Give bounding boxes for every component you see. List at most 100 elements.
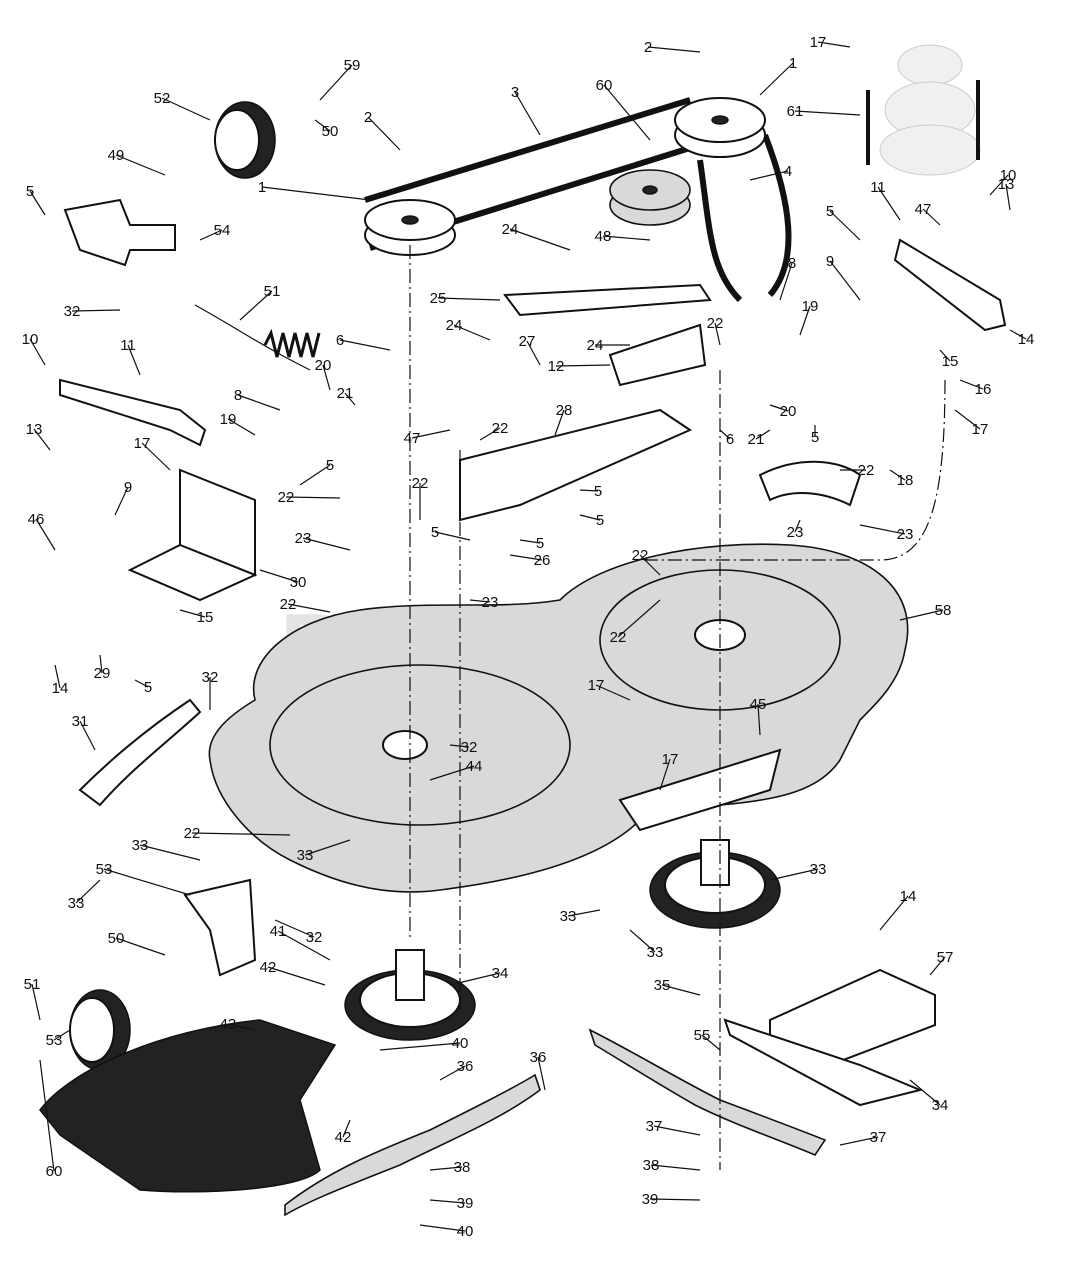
callout-leader-47 (922, 208, 941, 226)
callout-label-32: 32 (306, 929, 323, 946)
callout-label-22: 22 (492, 420, 509, 437)
spindle-assembly-right (649, 839, 781, 929)
callout-label-45: 45 (750, 696, 767, 713)
callout-leader-8 (779, 262, 793, 301)
callout-label-26: 26 (534, 552, 551, 569)
callout-label-33: 33 (560, 908, 577, 925)
callout-label-13: 13 (998, 176, 1015, 193)
callout-leader-33 (75, 879, 101, 904)
anti-scalp-bracket-55 (63, 198, 176, 267)
callout-label-5: 5 (536, 535, 544, 552)
callout-leader-26 (509, 554, 543, 561)
callout-label-16: 16 (975, 381, 992, 398)
callout-label-18: 18 (897, 472, 914, 489)
callout-leader-61 (794, 110, 861, 116)
callout-label-5: 5 (811, 429, 819, 446)
callout-label-19: 19 (802, 298, 819, 315)
blade-left (284, 1073, 541, 1217)
callout-leader-52 (161, 97, 211, 121)
callout-label-35: 35 (654, 977, 671, 994)
callout-label-60: 60 (46, 1163, 63, 1180)
callout-label-39: 39 (642, 1191, 659, 1208)
callout-label-5: 5 (594, 483, 602, 500)
callout-leader-25 (437, 297, 501, 301)
stud-bolt-62 (866, 80, 980, 165)
callout-leader-47 (411, 429, 451, 439)
callout-label-17: 17 (588, 677, 605, 694)
callout-label-15: 15 (942, 353, 959, 370)
torsion-spring-52 (194, 304, 321, 371)
callout-leader-17 (141, 442, 171, 471)
callout-leader-1 (261, 186, 371, 201)
callout-label-24: 24 (446, 317, 463, 334)
callout-leader-14 (1009, 329, 1027, 340)
callout-label-1: 1 (789, 55, 797, 72)
callout-leader-22 (285, 496, 341, 499)
callout-leader-28 (554, 409, 565, 436)
callout-leader-42 (342, 1119, 351, 1138)
callout-leader-32 (449, 744, 470, 748)
gauge-wheel-rear (69, 989, 131, 1071)
callout-leader-23 (794, 519, 801, 533)
ghost-pulley-reference (879, 44, 981, 176)
drive-belt (364, 97, 792, 303)
callout-leader-19 (799, 305, 811, 336)
callout-leader-53 (103, 868, 191, 896)
callout-leader-49 (115, 154, 166, 176)
callout-leader-5 (29, 190, 46, 216)
callout-leader-34 (909, 1079, 941, 1106)
callout-leader-20 (322, 364, 331, 391)
mounting-bracket-30 (127, 468, 258, 602)
callout-label-20: 20 (315, 357, 332, 374)
callout-label-24: 24 (502, 221, 519, 238)
callout-label-54: 54 (214, 222, 231, 239)
callout-label-32: 32 (461, 739, 478, 756)
callout-leader-17 (659, 758, 671, 791)
callout-label-21: 21 (748, 431, 765, 448)
baffle-31 (78, 698, 202, 807)
callout-leader-13 (33, 428, 51, 451)
callout-label-17: 17 (972, 421, 989, 438)
callout-leader-22 (479, 427, 501, 441)
callout-leader-23 (859, 524, 906, 535)
callout-leader-22 (617, 599, 661, 638)
callout-leader-33 (304, 839, 351, 856)
callout-leader-16 (959, 379, 984, 390)
callout-leader-5 (579, 514, 601, 521)
callout-label-39: 39 (457, 1195, 474, 1212)
callout-label-24: 24 (587, 337, 604, 354)
callout-leader-22 (639, 554, 661, 576)
callout-label-41: 41 (270, 923, 287, 940)
idler-bracket-25 (503, 283, 712, 317)
callout-label-2: 2 (364, 109, 372, 126)
callout-label-3: 3 (511, 84, 519, 101)
callout-label-6: 6 (336, 332, 344, 349)
callout-label-23: 23 (897, 526, 914, 543)
callout-leader-5 (829, 210, 861, 241)
callout-leader-43 (227, 1023, 256, 1031)
callout-label-33: 33 (132, 837, 149, 854)
callout-label-33: 33 (297, 847, 314, 864)
callout-label-33: 33 (68, 895, 85, 912)
callout-leader-60 (39, 1059, 55, 1172)
callout-leader-48 (602, 235, 651, 241)
callout-leader-17 (954, 409, 981, 430)
callout-leader-5 (134, 679, 149, 688)
callout-leader-23 (302, 537, 351, 551)
callout-label-23: 23 (295, 530, 312, 547)
callout-label-25: 25 (430, 290, 447, 307)
callout-label-14: 14 (1018, 331, 1035, 348)
callout-leader-5 (579, 489, 599, 492)
callout-leader-59 (319, 64, 353, 101)
mulch-plate-58 (723, 968, 936, 1107)
callout-label-46: 46 (28, 511, 45, 528)
callout-leader-53 (53, 1029, 71, 1041)
callout-label-17: 17 (810, 34, 827, 51)
callout-label-36: 36 (530, 1049, 547, 1066)
callout-leader-29 (99, 654, 103, 674)
callout-leader-39 (429, 1199, 466, 1204)
callout-label-38: 38 (643, 1157, 660, 1174)
callout-label-47: 47 (404, 430, 421, 447)
callout-label-22: 22 (278, 489, 295, 506)
